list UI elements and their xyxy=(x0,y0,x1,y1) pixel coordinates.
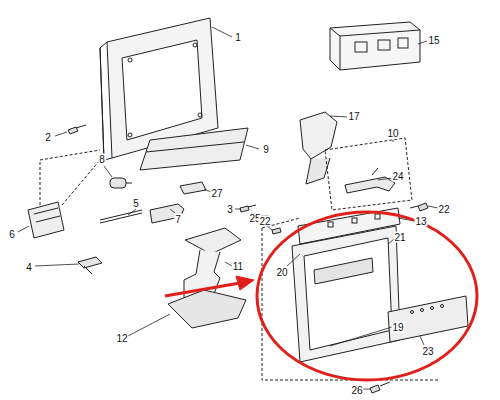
callout-number: 27 xyxy=(210,188,223,199)
callout-number: 4 xyxy=(25,262,33,273)
callout-number: 19 xyxy=(391,322,404,333)
callout-number: 17 xyxy=(347,111,360,122)
callout-number: 6 xyxy=(8,229,16,240)
callout-number: 22 xyxy=(258,216,271,227)
callout-number: 10 xyxy=(386,128,399,139)
callout-number: 8 xyxy=(98,154,106,165)
callout-number: 24 xyxy=(391,171,404,182)
callout-number: 3 xyxy=(226,204,234,215)
callout-number: 23 xyxy=(421,346,434,357)
callout-number: 2 xyxy=(44,132,52,143)
callout-number: 22 xyxy=(437,204,450,215)
callout-number: 26 xyxy=(350,385,363,396)
callout-number: 15 xyxy=(427,35,440,46)
callout-number: 1 xyxy=(234,32,242,43)
callout-number: 21 xyxy=(393,232,406,243)
callout-number: 11 xyxy=(232,261,244,272)
callout-number: 12 xyxy=(115,333,128,344)
callout-number: 9 xyxy=(262,144,270,155)
callout-number: 13 xyxy=(414,216,427,227)
callout-number: 7 xyxy=(174,214,182,225)
callout-number: 5 xyxy=(132,198,140,209)
callout-number: 20 xyxy=(275,267,288,278)
